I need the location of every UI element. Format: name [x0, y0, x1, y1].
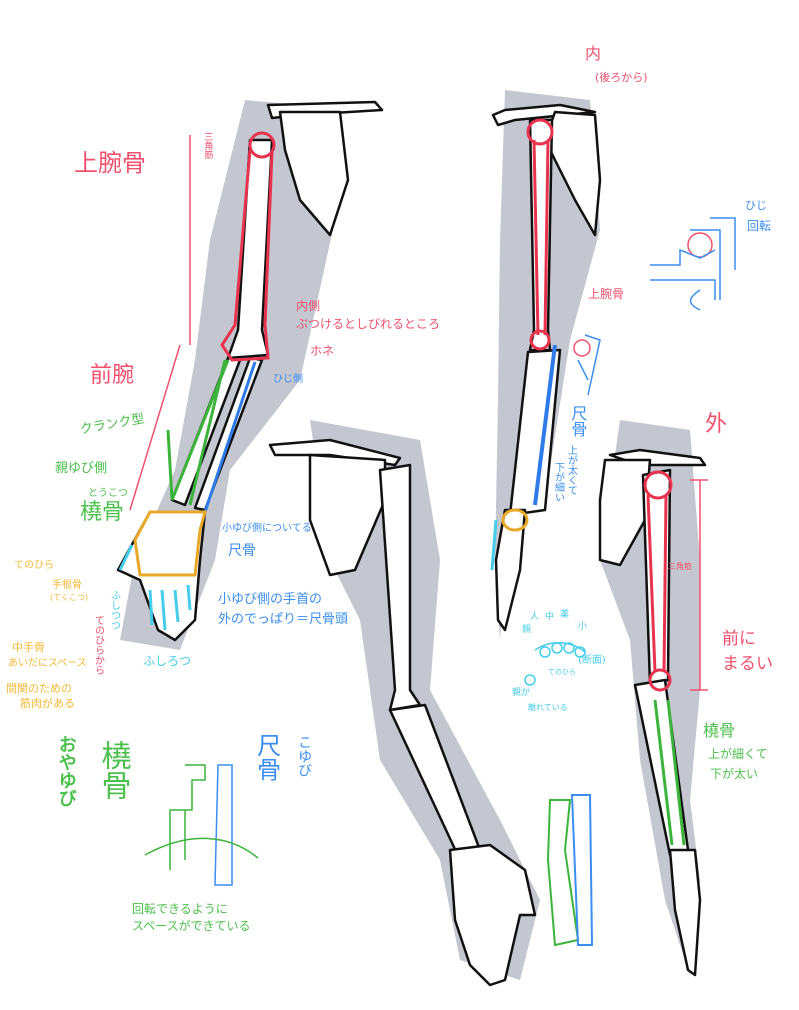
outer-note-1: 前に	[722, 629, 756, 649]
back-title: 内	[585, 44, 602, 63]
hand	[448, 843, 537, 987]
carpal-label: 手根骨	[52, 580, 82, 591]
metacarpal-note-4: 筋肉がある	[20, 697, 75, 710]
hand	[494, 508, 527, 632]
wrist-note-2: 外のでっぱり＝尺骨頭	[218, 612, 349, 627]
humeral-head-highlight	[248, 131, 276, 159]
metacarpal-note-3: 間関のための	[6, 682, 72, 695]
back-ulna-label: 尺骨	[568, 405, 588, 437]
clavicle	[491, 103, 597, 127]
knuckle-label: ふしろつ	[143, 654, 192, 668]
arm-center-bones	[268, 438, 537, 987]
rotation-note-1: 回転できるように	[132, 902, 228, 916]
outer-radius-label: 橈骨	[703, 721, 736, 740]
elbow-label: ひじ	[745, 199, 767, 212]
ulna-highlight	[533, 344, 557, 506]
palm-side-note: てのひらから	[92, 615, 104, 675]
outer-title: 外	[705, 412, 728, 437]
inner-note-1: 内側	[296, 299, 321, 313]
humerus-highlight	[220, 149, 274, 362]
carpal-highlight	[133, 510, 207, 577]
forearm-label: 前腕	[90, 363, 135, 388]
carpal-reading: (てくこつ)	[50, 593, 89, 602]
elbow-rotation-label: 回転	[747, 219, 772, 233]
ulna-highlight	[203, 361, 257, 513]
hand	[668, 848, 702, 977]
radius-label: 橈骨	[80, 500, 125, 525]
scapula	[278, 110, 350, 237]
rotation-note-2: スペースができている	[132, 919, 251, 933]
radius-highlight	[166, 359, 230, 506]
cross-section-sketch	[524, 642, 586, 686]
rotation-sketch	[144, 764, 259, 886]
pinky-label: こゆび	[296, 735, 313, 777]
elbow-side-label: ひじ側	[273, 374, 303, 385]
thumb-label: おやゆび	[55, 735, 77, 807]
carpal-highlight	[501, 508, 529, 532]
back-subtitle: (後ろから)	[595, 71, 648, 84]
thumb-highlight	[490, 519, 498, 571]
finger-pinky: 小	[578, 622, 588, 632]
humerus-highlight	[532, 139, 550, 336]
metacarpal-note-1: 中手骨	[12, 641, 45, 654]
finger-thumb: 親	[522, 625, 532, 635]
outer-radius-note-1: 上が細くて	[708, 747, 768, 761]
inner-note-2: ぶつけるとしびれるところ	[296, 317, 441, 331]
rotation-ulna-label: 尺骨	[252, 733, 281, 781]
metacarpal-note-2: あいだにスペース	[8, 658, 87, 669]
palm-label: てのひら	[14, 560, 54, 571]
arm-center-shadow	[310, 420, 540, 980]
outer-deltoid-label: 三角筋	[668, 562, 692, 571]
thumb-side-label: 親ゆび側	[55, 461, 108, 476]
scapula	[598, 458, 652, 567]
inner-note-3: ホネ	[310, 344, 335, 358]
cross-note-1: 親が	[512, 688, 531, 698]
finger-index: 人	[530, 612, 540, 622]
knuckle-short-label: ふしつつ	[108, 590, 120, 630]
cross-note-2: 離れている	[528, 703, 568, 712]
rotation-radius-label: 橈骨	[95, 740, 131, 800]
back-ulna-note-1: 上が太くて	[565, 445, 577, 495]
back-humerus-label: 上腕骨	[588, 287, 625, 301]
back-ulna-note-2: 下が細い	[552, 462, 564, 502]
cross-palm-label: てのひら	[548, 668, 576, 676]
scapula	[308, 453, 387, 577]
humeral-head-highlight	[643, 470, 673, 500]
elbow-joint-sketch	[573, 217, 736, 396]
forearm-sketch	[546, 794, 594, 947]
forearm-bracket	[129, 135, 191, 511]
section-label: (断面)	[578, 655, 606, 666]
humerus-label: 上腕骨	[74, 149, 146, 177]
radius-reading: とうこつ	[88, 488, 128, 499]
length-bracket	[690, 479, 708, 691]
outer-note-2: まるい	[722, 654, 773, 674]
outer-radius-note-2: 下が太い	[710, 767, 759, 781]
ulna-label: 尺骨	[228, 543, 256, 559]
wrist-note-1: 小ゆび側の手首の	[218, 592, 323, 607]
ulna-note: 小ゆび側についてる	[222, 523, 312, 534]
elbow-highlight	[648, 668, 672, 692]
radius-highlight	[653, 699, 686, 846]
deltoid-label: 三角筋	[202, 132, 213, 159]
humeral-head-highlight	[526, 118, 554, 146]
finger-middle: 中	[545, 612, 555, 622]
finger-ring: 薬	[560, 610, 570, 620]
finger-highlight	[118, 544, 192, 631]
elbow-highlight	[529, 329, 551, 351]
humerus-highlight	[646, 494, 668, 673]
